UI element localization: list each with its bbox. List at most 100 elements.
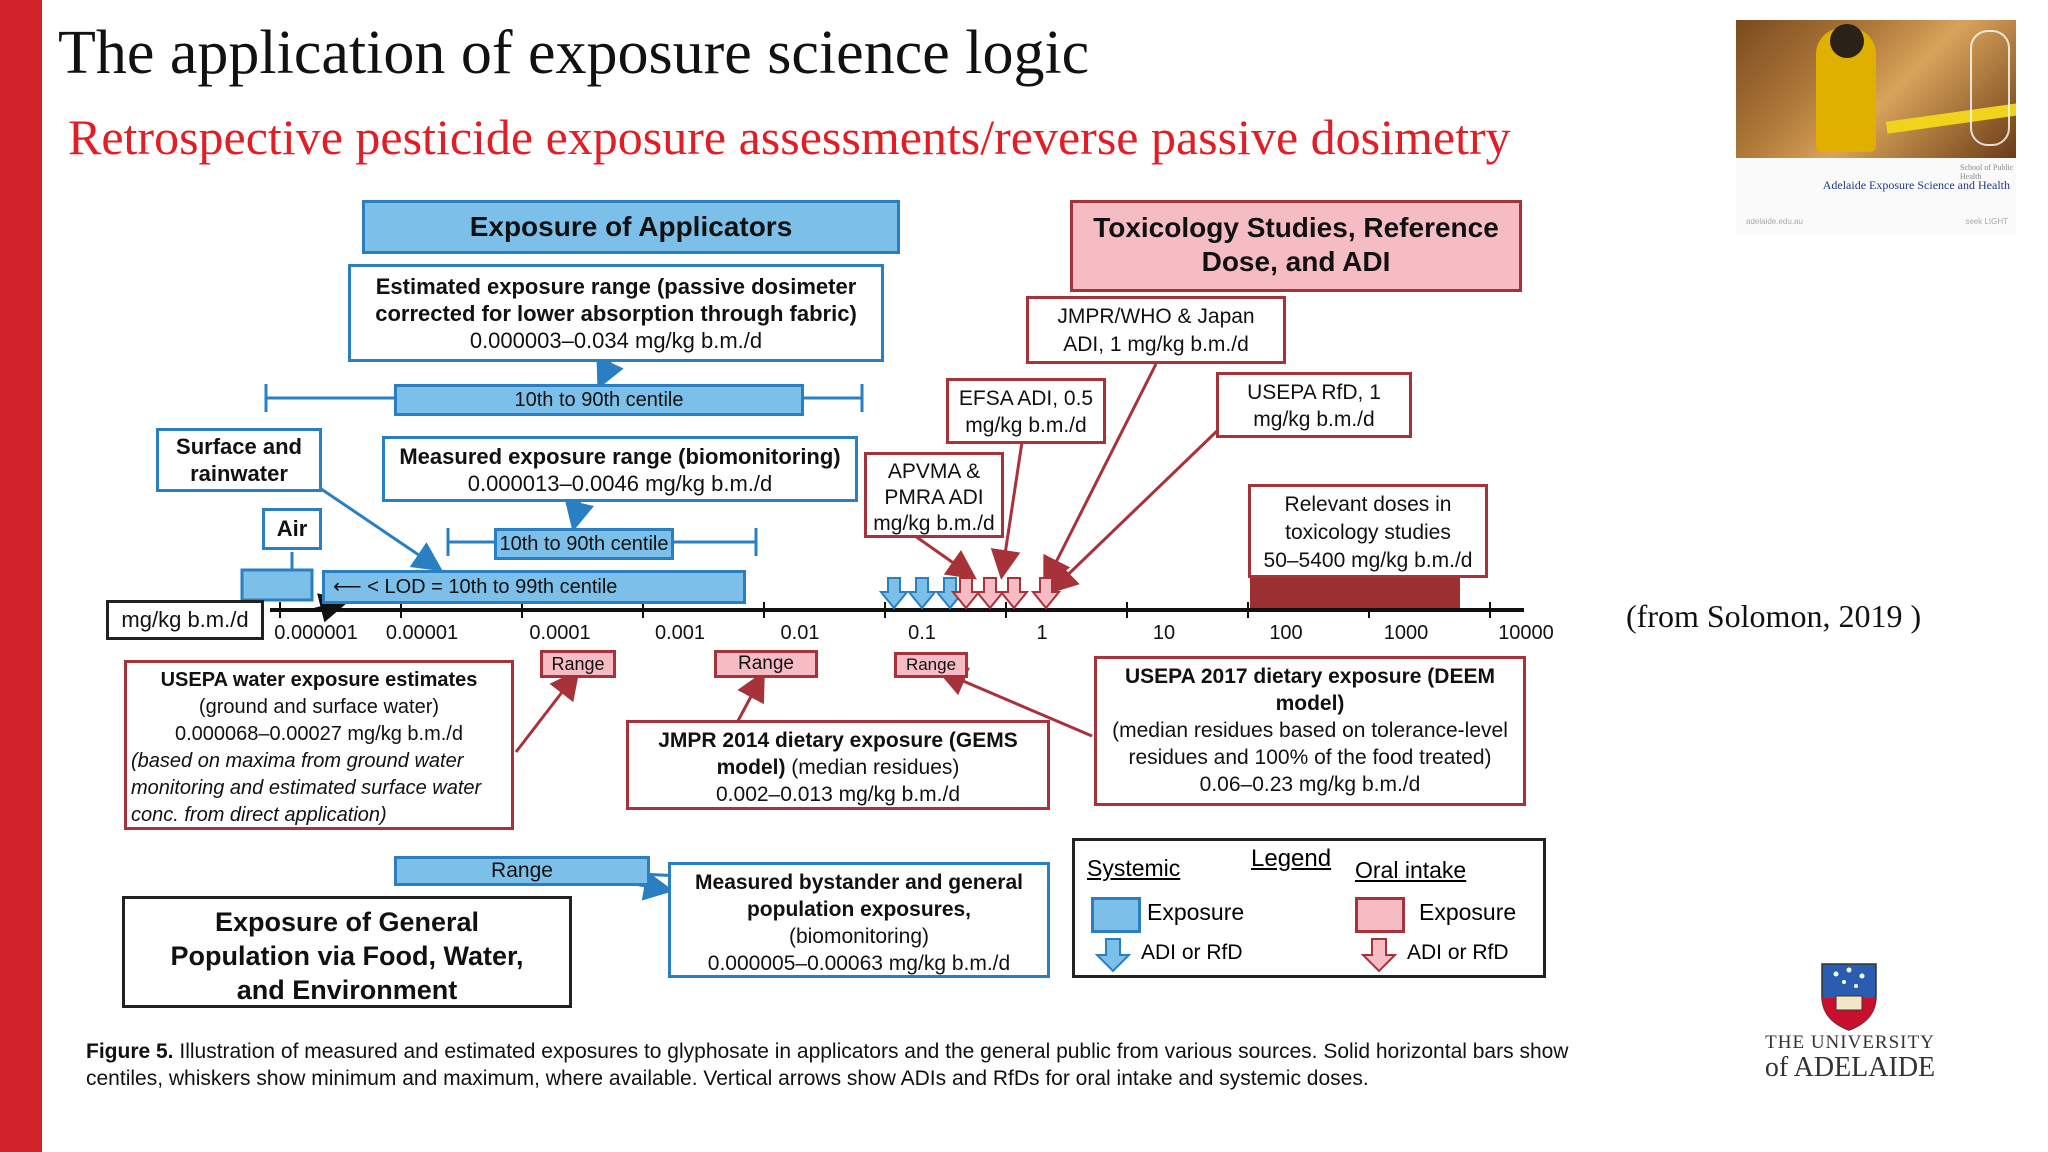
tick-label: 0.001 <box>654 622 706 644</box>
usepa-2017-line5: 0.06–0.23 mg/kg b.m./d <box>1199 773 1421 796</box>
usepa-water-box: USEPA water exposure estimates (ground a… <box>124 660 514 830</box>
tick-label: 0.1 <box>908 622 936 644</box>
usepa-water-line6: conc. from direct application) <box>131 804 387 826</box>
usepa-water-title: USEPA water exposure estimates <box>160 669 478 691</box>
usepa-2017-line3: (median residues based on tolerance-leve… <box>1112 719 1508 742</box>
lod-text: < LOD = 10th to 99th centile <box>367 576 618 598</box>
tick-label: 0.00001 <box>385 622 459 644</box>
jmpr-2014-box: JMPR 2014 dietary exposure (GEMS model) … <box>626 720 1050 810</box>
jmpr-2014-line2a: model) <box>716 756 786 779</box>
legend-systemic-exposure: Exposure <box>1147 899 1245 925</box>
usepa-water-line2: (ground and surface water) <box>198 696 440 718</box>
legend-oral-exposure: Exposure <box>1419 899 1517 925</box>
measured-line1: Measured exposure range (biomonitoring) <box>399 444 841 469</box>
efsa-line2: mg/kg b.m./d <box>965 414 1087 437</box>
general-population-line1: Exposure of General <box>214 907 480 937</box>
thumbnail-photo <box>1736 20 2016 158</box>
apvma-box: APVMA & PMRA ADI mg/kg b.m./d <box>864 452 1004 538</box>
measured-line2: 0.000013–0.0046 mg/kg b.m./d <box>467 471 773 496</box>
usepa-water-line4: (based on maxima from ground water <box>131 750 464 772</box>
source-note: (from Solomon, 2019 ) <box>1626 598 1922 634</box>
tick-label: 1 <box>1036 622 1048 644</box>
surface-water-bar <box>240 568 314 602</box>
thumbnail-caption: Adelaide Exposure Science and Health <box>1822 178 2010 192</box>
usepa-2017-box: USEPA 2017 dietary exposure (DEEM model)… <box>1094 656 1526 806</box>
figure-caption: Figure 5. Illustration of measured and e… <box>86 1038 1586 1092</box>
thumbnail-code: seek LIGHT <box>1965 217 2008 226</box>
university-logo: THE UNIVERSITY of ADELAIDE <box>1740 960 1960 1083</box>
tick-label: 10000 <box>1498 622 1554 644</box>
legend-oral-arrow-icon <box>1361 938 1397 973</box>
tick-label: 100 <box>1269 622 1303 644</box>
relevant-doses-line1: Relevant doses in <box>1284 493 1452 516</box>
usepa-2017-line2: model) <box>1275 692 1345 715</box>
usepa-rfd-box: USEPA RfD, 1 mg/kg b.m./d <box>1216 372 1412 438</box>
jmpr-who-arrow <box>1043 363 1158 588</box>
jmpr-2014-line3: 0.002–0.013 mg/kg b.m./d <box>716 783 960 806</box>
general-population-line3: and Environment <box>236 975 458 1005</box>
usepa-rfd-line1: USEPA RfD, 1 <box>1247 381 1381 404</box>
legend-systemic-swatch <box>1091 897 1141 933</box>
bystander-line4: 0.000005–0.00063 mg/kg b.m./d <box>707 952 1011 975</box>
bystander-line3: (biomonitoring) <box>788 925 930 948</box>
legend-oral: Oral intake <box>1355 857 1467 883</box>
figure-5: Exposure of Applicators Toxicology Studi… <box>82 190 1578 1105</box>
university-line2: of ADELAIDE <box>1764 1052 1936 1083</box>
thumbnail-small-text: School of Public Health <box>1960 163 2014 181</box>
measured-centile-bar: 10th to 90th centile <box>494 528 674 560</box>
surface-rainwater-box: Surface and rainwater <box>156 428 322 492</box>
estimated-line2: corrected for lower absorption through f… <box>375 301 857 326</box>
applicators-header: Exposure of Applicators <box>362 200 900 254</box>
apvma-line3: mg/kg b.m./d <box>873 512 995 535</box>
video-thumbnail[interactable]: School of Public Health Adelaide Exposur… <box>1736 20 2016 235</box>
figure-connectors <box>240 355 1524 901</box>
range-bar-bystander: Range <box>394 856 650 886</box>
relevant-doses-line3: 50–5400 mg/kg b.m./d <box>1263 549 1473 572</box>
legend-oral-adi: ADI or RfD <box>1407 941 1509 964</box>
relevant-doses-line2: toxicology studies <box>1285 521 1451 544</box>
estimated-exposure-box: Estimated exposure range (passive dosime… <box>348 264 884 362</box>
range-bar-water: Range <box>540 650 616 678</box>
axis-ticks <box>279 602 1491 618</box>
efsa-line1: EFSA ADI, 0.5 <box>958 387 1094 410</box>
bystander-box: Measured bystander and general populatio… <box>668 862 1050 978</box>
bystander-line1: Measured bystander and general <box>695 871 1023 894</box>
lod-bar: ⟵ < LOD = 10th to 99th centile <box>322 570 746 604</box>
caption-label: Figure 5. <box>86 1040 174 1063</box>
tick-label: 0.000001 <box>274 622 358 644</box>
toxicology-header: Toxicology Studies, Reference Dose, and … <box>1070 200 1522 292</box>
range-bar-jmpr: Range <box>714 650 818 678</box>
legend-systemic-adi: ADI or RfD <box>1141 941 1243 964</box>
general-population-line2: Population via Food, Water, <box>170 941 524 971</box>
legend: Legend Systemic Oral intake Exposure Exp… <box>1072 838 1546 978</box>
watermark-icon <box>1970 30 2010 146</box>
jmpr-who-line1: JMPR/WHO & Japan <box>1057 305 1255 328</box>
usepa-2017-line4: residues and 100% of the food treated) <box>1128 746 1492 769</box>
bystander-line2: population exposures, <box>746 898 972 921</box>
usepa-rfd-line2: mg/kg b.m./d <box>1253 408 1375 431</box>
caption-text: Illustration of measured and estimated e… <box>86 1040 1569 1090</box>
university-crest-icon <box>1821 963 1877 1031</box>
jmpr-who-box: JMPR/WHO & Japan ADI, 1 mg/kg b.m./d <box>1026 296 1286 364</box>
slide-subtitle: Retrospective pesticide exposure assessm… <box>68 109 1511 165</box>
surface-rainwater-text: Surface and rainwater <box>176 434 302 486</box>
tick-label: 0.01 <box>780 622 820 644</box>
toxicology-dose-bar <box>1250 578 1460 608</box>
relevant-doses-box: Relevant doses in toxicology studies 50–… <box>1248 484 1488 578</box>
usepa-2017-line1: USEPA 2017 dietary exposure (DEEM <box>1125 665 1495 688</box>
slide-title: The application of exposure science logi… <box>58 19 1090 87</box>
toxicology-header-text: Toxicology Studies, Reference Dose, and … <box>1093 212 1499 277</box>
tick-label: 0.0001 <box>529 622 591 644</box>
estimated-centile-bar: 10th to 90th centile <box>394 384 804 416</box>
jmpr-who-line2: ADI, 1 mg/kg b.m./d <box>1063 333 1249 356</box>
efsa-box: EFSA ADI, 0.5 mg/kg b.m./d <box>946 378 1106 444</box>
tick-label: 10 <box>1152 622 1176 644</box>
usepa-rfd-arrow <box>1047 428 1220 595</box>
usepa-water-line3: 0.000068–0.00027 mg/kg b.m./d <box>175 723 463 745</box>
apvma-line1: APVMA & <box>887 460 981 483</box>
usepa-water-line5: monitoring and estimated surface water <box>131 777 482 799</box>
accent-bar <box>0 0 42 1152</box>
measured-exposure-box: Measured exposure range (biomonitoring) … <box>382 436 858 502</box>
legend-systemic: Systemic <box>1087 855 1181 881</box>
air-box: Air <box>262 508 322 550</box>
